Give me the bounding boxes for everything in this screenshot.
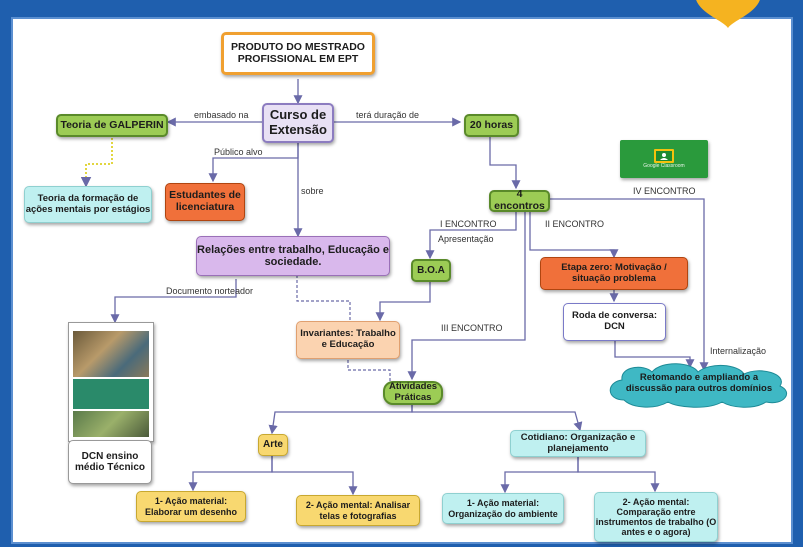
label-internalizacao: Internalização <box>710 346 767 356</box>
node-galperin: Teoria de GALPERIN <box>56 114 168 137</box>
label-ii-encontro: II ENCONTRO <box>545 219 605 229</box>
node-cotidiano: Cotidiano: Organização e planejamento <box>510 430 646 457</box>
heart-icon <box>696 0 760 28</box>
node-invariantes: Invariantes: Trabalho e Educação <box>296 321 400 359</box>
label-tera-duracao: terá duração de <box>356 110 420 120</box>
label-sobre: sobre <box>301 186 324 196</box>
node-etapa-zero: Etapa zero: Motivação / situação problem… <box>540 257 688 290</box>
node-boa: B.O.A <box>411 259 451 282</box>
node-acao-material-1: 1- Ação material: Elaborar um desenho <box>136 491 246 522</box>
node-acao-mental-1: 2- Ação mental: Analisar telas e fotogra… <box>296 495 420 526</box>
dcn-book-cover <box>68 322 154 442</box>
node-roda: Roda de conversa: DCN <box>563 303 666 341</box>
label-iv-encontro: IV ENCONTRO <box>633 186 696 196</box>
node-relacoes: Relações entre trabalho, Educação e soci… <box>196 236 390 276</box>
node-estudantes: Estudantes de licenciatura <box>165 183 245 221</box>
node-encontros: 4 encontros <box>489 188 550 212</box>
label-documento: Documento norteador <box>166 286 254 296</box>
node-retomando: Retomando e ampliando a discussão para o… <box>625 372 773 394</box>
node-teoria-formacao: Teoria da formação de ações mentais por … <box>24 186 152 223</box>
google-classroom-label: Google Classroom <box>643 163 685 170</box>
label-i-encontro: I ENCONTRO <box>440 219 497 229</box>
node-arte: Arte <box>258 434 288 456</box>
google-classroom-icon <box>654 149 674 164</box>
node-atividades: Atividades Práticas <box>383 381 443 405</box>
label-iii-encontro: III ENCONTRO <box>441 323 503 333</box>
book-title-band <box>73 379 149 409</box>
node-acao-mental-2: 2- Ação mental: Comparação entre instrum… <box>594 492 718 542</box>
node-curso: Curso de Extensão <box>262 103 334 143</box>
label-apresentacao: Apresentação <box>438 234 494 244</box>
node-retomando-cloud <box>609 363 787 408</box>
label-publico-alvo: Público alvo <box>214 147 263 157</box>
node-acao-material-2: 1- Ação material: Organização do ambient… <box>442 493 564 524</box>
label-embasado: embasado na <box>194 110 249 120</box>
google-classroom-badge: Google Classroom <box>620 140 708 178</box>
node-produto: PRODUTO DO MESTRADO PROFISSIONAL EM EPT <box>221 32 375 75</box>
node-horas: 20 horas <box>464 114 519 137</box>
dcn-caption: DCN ensino médio Técnico <box>68 440 152 484</box>
book-photo-top <box>73 331 149 377</box>
book-photo-bottom <box>73 411 149 437</box>
